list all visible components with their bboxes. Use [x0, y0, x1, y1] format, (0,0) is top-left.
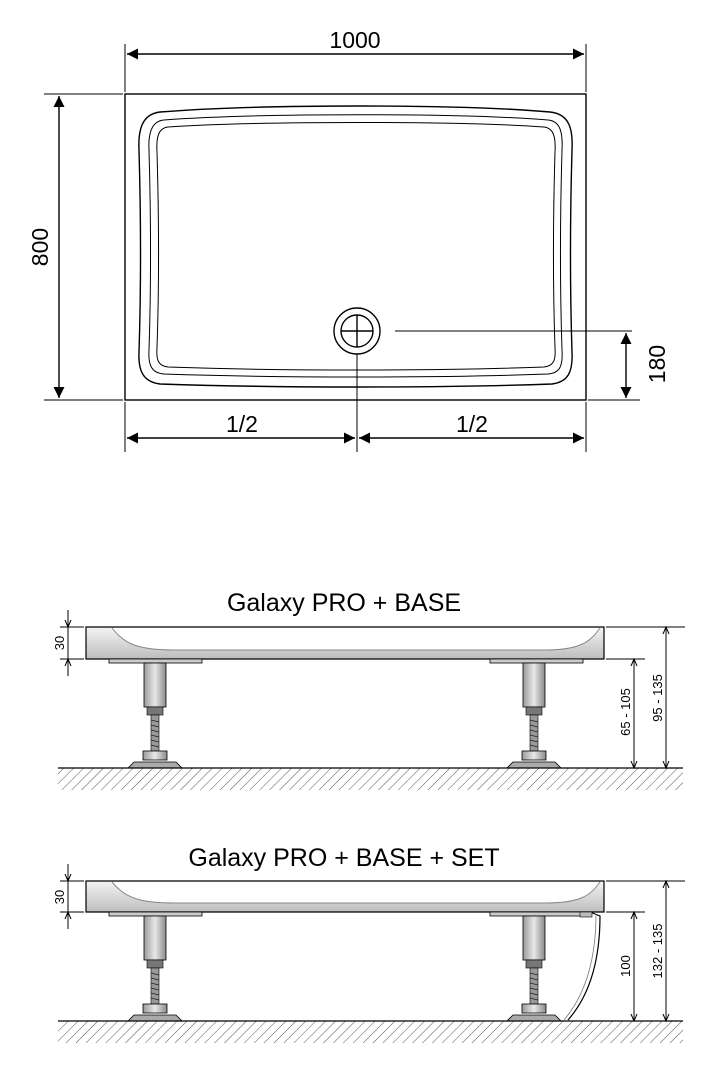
- half-right-label: 1/2: [456, 411, 488, 437]
- width-dimension: 1000: [126, 27, 584, 60]
- leg-height-label: 65 - 105: [618, 688, 633, 736]
- leg-left-2: [127, 915, 183, 1022]
- side-view-base-set-title: Galaxy PRO + BASE + SET: [188, 844, 499, 872]
- width-label: 1000: [329, 27, 380, 53]
- floor-hatch-2: [58, 1021, 683, 1043]
- floor-hatch: [58, 768, 683, 790]
- half-left-dimension: 1/2: [126, 411, 355, 444]
- tray-rim-outer: [138, 105, 573, 388]
- tray-height-label: 30: [52, 636, 67, 650]
- tray-height-label-2: 30: [52, 890, 67, 904]
- side-view-base-title: Galaxy PRO + BASE: [227, 589, 461, 617]
- side-view-base-set: Galaxy PRO + BASE + SET: [52, 844, 685, 1043]
- tray-outline: [124, 93, 587, 401]
- total-height-label-2: 132 - 135: [650, 924, 665, 979]
- drain-icon: [333, 307, 381, 355]
- front-panel: [563, 911, 601, 1021]
- drain-offset-dimension: 180: [620, 333, 670, 398]
- leg-right: [506, 662, 562, 769]
- leg-height-label-2: 100: [618, 955, 633, 977]
- drain-offset-label: 180: [644, 345, 670, 383]
- half-left-label: 1/2: [226, 411, 258, 437]
- total-height-label: 95 - 135: [650, 674, 665, 722]
- half-right-dimension: 1/2: [359, 411, 584, 444]
- tray-rim-inner: [156, 122, 556, 371]
- depth-dimension: 800: [27, 96, 65, 398]
- leg-left: [127, 662, 183, 769]
- leg-right-2: [506, 915, 562, 1022]
- plan-view: 1000 800 180 1/2 1/2: [27, 27, 670, 452]
- tray-rim-middle: [148, 114, 563, 378]
- side-view-base: Galaxy PRO + BASE: [52, 589, 685, 790]
- depth-label: 800: [27, 228, 53, 266]
